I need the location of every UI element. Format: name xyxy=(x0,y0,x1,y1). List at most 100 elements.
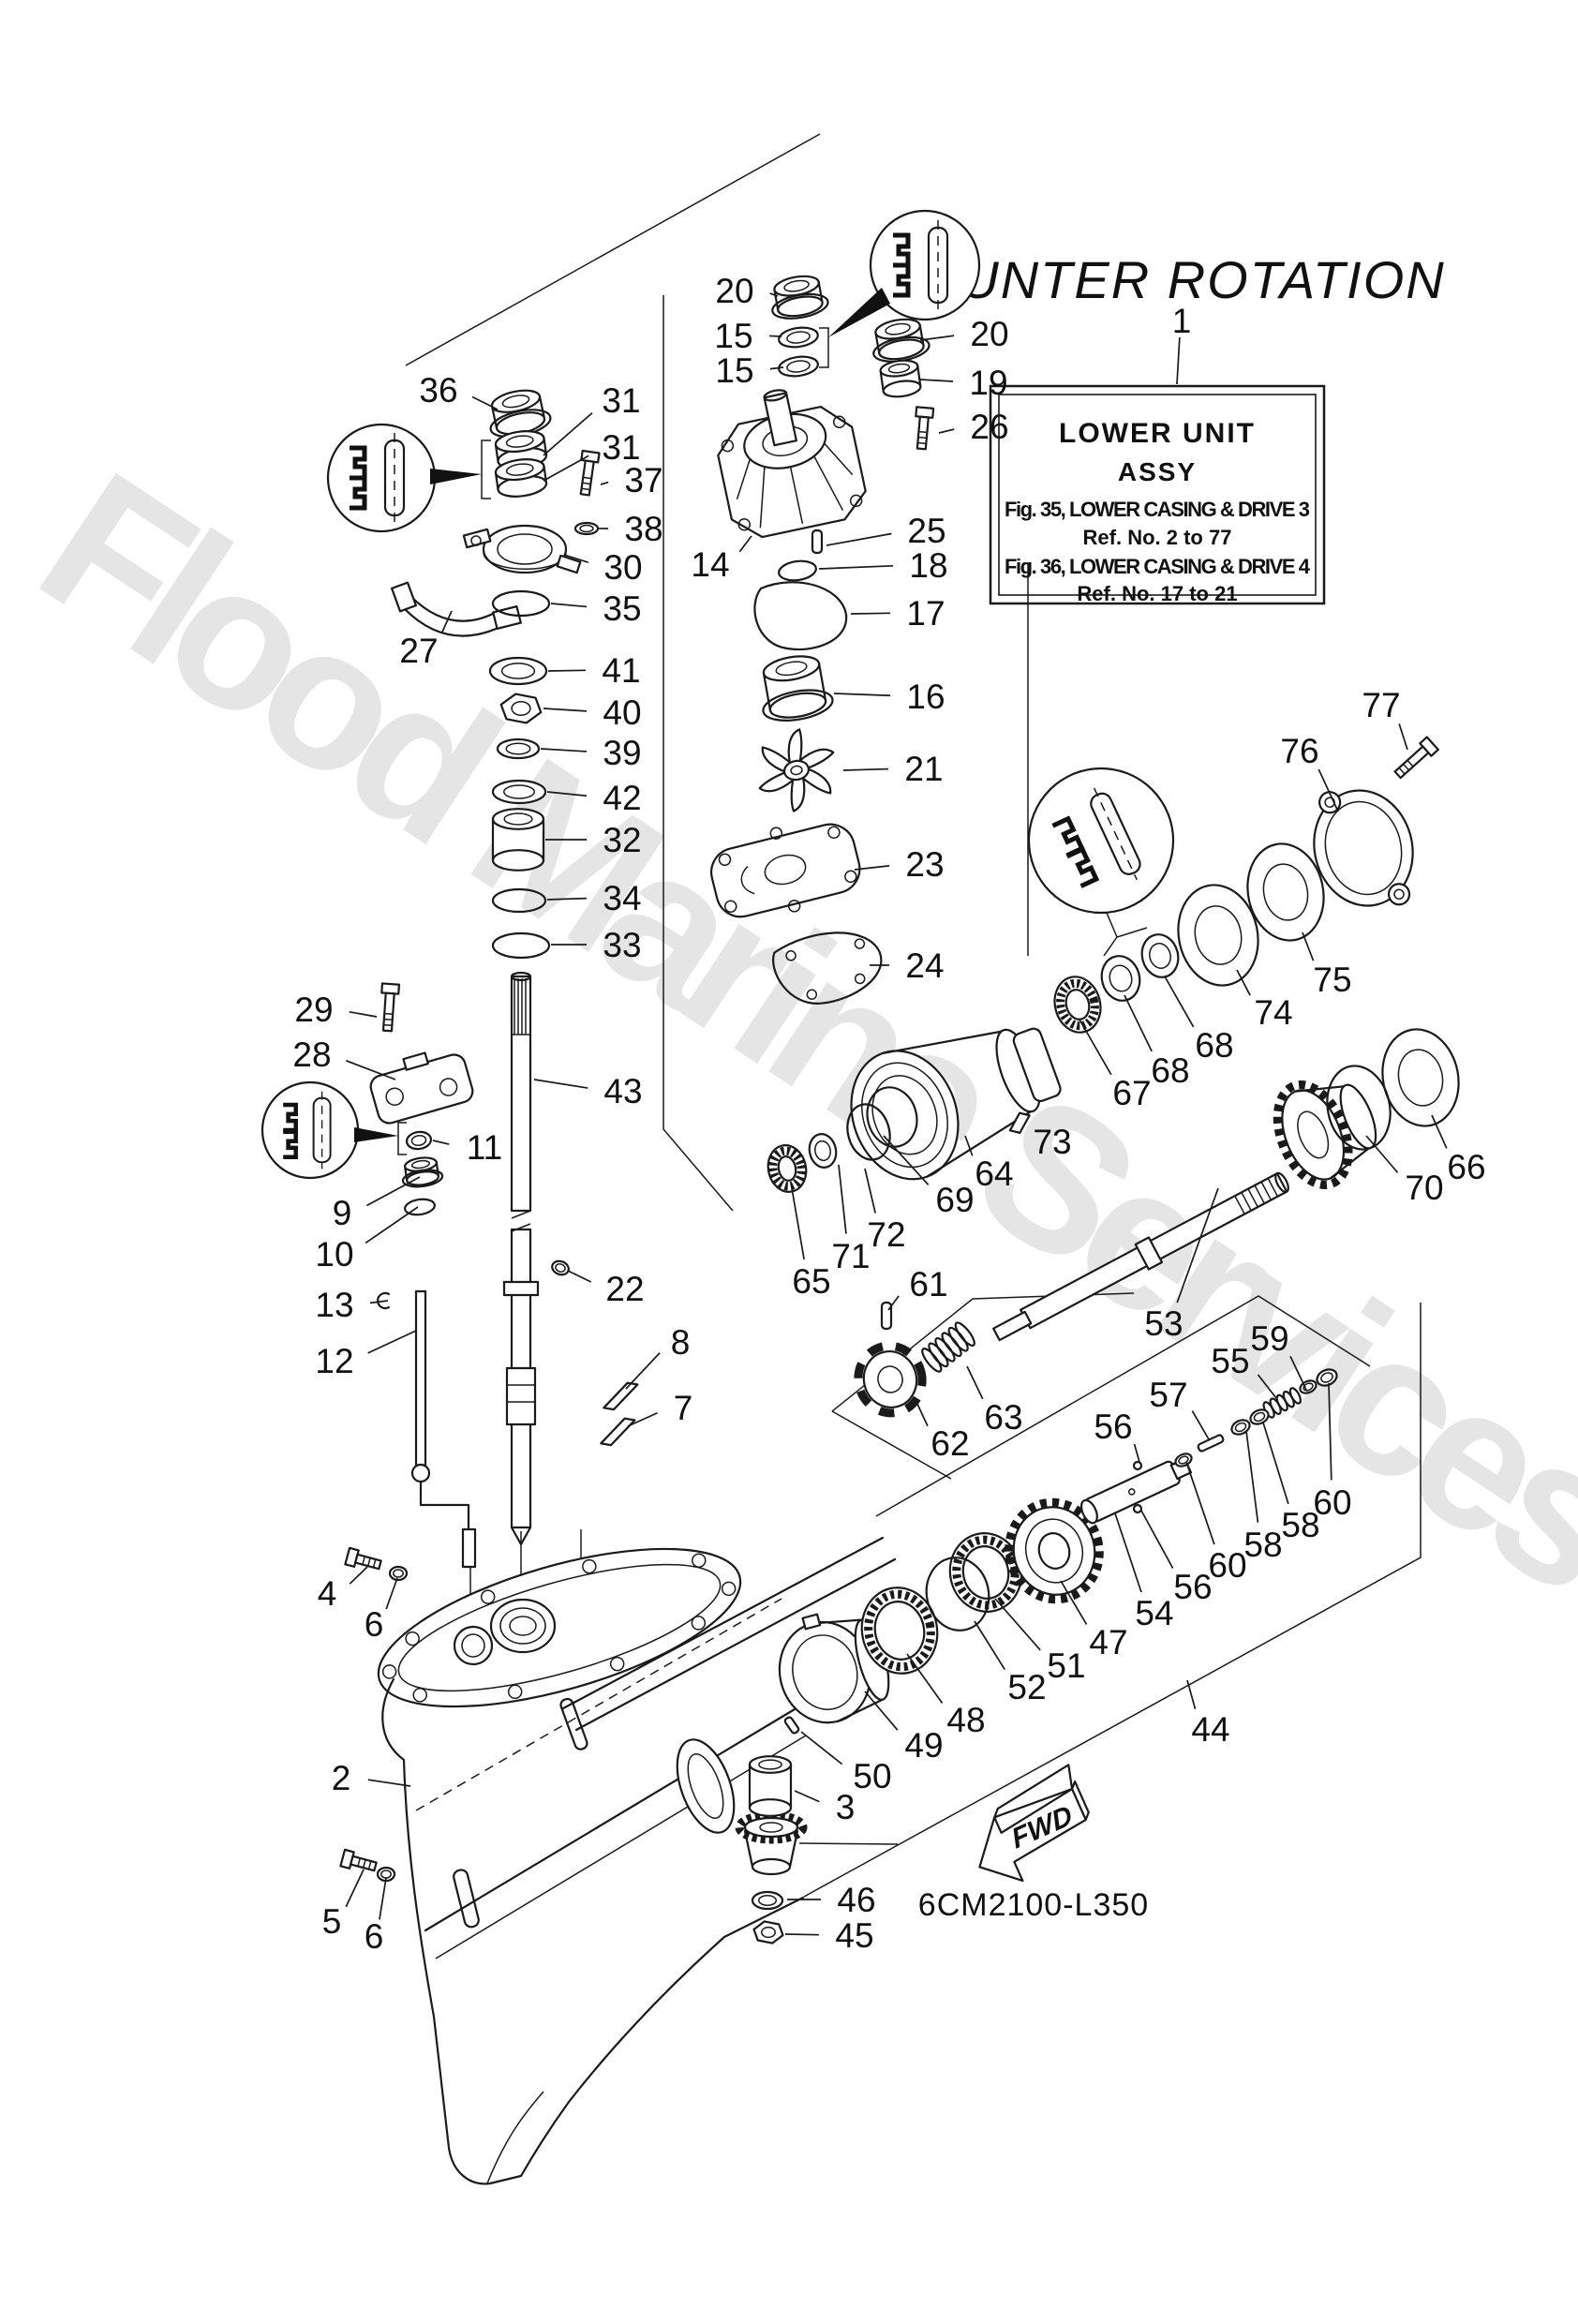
leader-line xyxy=(966,1365,984,1400)
leader-line xyxy=(1302,931,1315,961)
leader-line xyxy=(850,612,891,615)
part-glyph-ring xyxy=(376,1866,396,1883)
watermark: Flood Marine Services xyxy=(5,428,1578,1641)
part-glyph-ring xyxy=(778,355,819,378)
leader-line xyxy=(1431,1114,1448,1149)
leader-line xyxy=(994,1598,1041,1651)
leader-line xyxy=(1164,976,1195,1028)
driveshaft xyxy=(502,971,540,1546)
part-glyph-oring xyxy=(491,589,551,618)
detail-balloon-left xyxy=(326,423,491,533)
bearing-65 xyxy=(767,1144,808,1193)
leader-line xyxy=(864,1168,876,1214)
part-callout-24: 24 xyxy=(905,946,944,985)
leader-line xyxy=(833,693,891,697)
part-glyph-bolt xyxy=(915,406,935,451)
flange-bolt-hole xyxy=(582,1558,597,1574)
flange-bolt-hole xyxy=(405,1631,420,1646)
leader-line xyxy=(791,1187,805,1260)
part-callout-76: 76 xyxy=(1280,732,1318,770)
part-glyph-oring xyxy=(491,931,551,960)
leader-line xyxy=(546,791,588,797)
leader-line xyxy=(826,532,892,546)
leader-line xyxy=(367,1330,417,1354)
leader-line xyxy=(547,669,587,672)
part-callout-31: 31 xyxy=(602,428,640,467)
part-callout-61: 61 xyxy=(909,1265,947,1304)
part-callout-36: 36 xyxy=(419,371,457,410)
leader-line xyxy=(1176,1187,1219,1304)
leader-line xyxy=(784,1933,820,1936)
info-box-line5: Fig. 36, LOWER CASING & DRIVE 4 xyxy=(1005,555,1311,578)
part-callout-70: 70 xyxy=(1405,1169,1443,1207)
part-callout-15: 15 xyxy=(714,317,752,355)
detail-balloon-right xyxy=(1027,767,1175,957)
part-callout-50: 50 xyxy=(853,1757,891,1795)
flange-bolt-hole xyxy=(381,1664,397,1679)
shift-rod xyxy=(410,1289,477,1569)
leader-line xyxy=(1114,1512,1142,1593)
part-callout-23: 23 xyxy=(905,845,944,884)
leader-line xyxy=(1236,969,1251,996)
gasket-17 xyxy=(753,581,848,651)
leader-line xyxy=(550,603,588,608)
part-callout-2: 2 xyxy=(332,1759,351,1797)
part-callout-74: 74 xyxy=(1254,993,1292,1032)
part-glyph-ball xyxy=(1132,1460,1143,1471)
leader-line xyxy=(543,454,589,482)
flange-bolt-hole xyxy=(609,1656,625,1672)
part-glyph-ring xyxy=(1140,933,1180,978)
part-callout-19: 19 xyxy=(969,364,1007,402)
leader-line xyxy=(769,366,784,370)
part-glyph-pin xyxy=(811,529,824,555)
part-callout-28: 28 xyxy=(292,1035,331,1074)
part-callout-6: 6 xyxy=(365,1917,384,1956)
part-callout-12: 12 xyxy=(315,1342,353,1380)
part-callout-9: 9 xyxy=(333,1194,352,1232)
leader-line xyxy=(1140,1510,1174,1569)
leader-line xyxy=(1186,1679,1197,1709)
leader-line xyxy=(365,1206,419,1244)
leader-line xyxy=(471,395,499,410)
info-box-line3: Fig. 35, LOWER CASING & DRIVE 3 xyxy=(1005,498,1310,521)
leader-line xyxy=(543,708,588,712)
part-callout-48: 48 xyxy=(946,1701,985,1739)
part-glyph-cup xyxy=(771,275,829,320)
part-callout-18: 18 xyxy=(909,546,947,585)
part-glyph-oring xyxy=(925,1557,990,1631)
spring-55 xyxy=(1262,1387,1302,1419)
part-glyph-ring xyxy=(491,779,547,805)
part-callout-20: 20 xyxy=(715,272,753,310)
part-callout-64: 64 xyxy=(975,1155,1013,1193)
part-glyph-ring xyxy=(778,326,819,349)
part-glyph-ring xyxy=(751,1890,784,1911)
leader-line xyxy=(1176,336,1181,385)
pump-plate-23 xyxy=(710,823,861,918)
part-glyph-key xyxy=(1008,1111,1031,1134)
leader-line xyxy=(1317,768,1339,812)
leader-line xyxy=(906,1653,944,1704)
leader-line xyxy=(1124,994,1153,1052)
part-callout-22: 22 xyxy=(605,1270,644,1308)
part-glyph-key xyxy=(603,1381,639,1411)
part-callout-4: 4 xyxy=(318,1574,337,1613)
leader-line xyxy=(546,897,588,901)
part-glyph-clip xyxy=(377,1291,391,1310)
leader-line xyxy=(440,610,453,634)
seal-housing-30 xyxy=(462,524,582,574)
flange-bolt-hole xyxy=(480,1589,496,1604)
pinion-gear xyxy=(735,1810,808,1876)
part-glyph-ring xyxy=(808,1133,838,1169)
leader-line xyxy=(600,481,609,485)
part-glyph-cyl xyxy=(879,359,922,398)
part-callout-42: 42 xyxy=(603,779,641,817)
leader-line xyxy=(367,1779,411,1787)
part-glyph-ring xyxy=(1249,1408,1270,1425)
bracket-28 xyxy=(369,1051,474,1125)
leader-line xyxy=(916,1401,929,1427)
part-callout-45: 45 xyxy=(835,1916,873,1955)
prop-shaft xyxy=(992,1171,1289,1342)
part-callout-66: 66 xyxy=(1447,1148,1485,1186)
part-callout-55: 55 xyxy=(1211,1342,1249,1380)
leader-line xyxy=(738,535,752,553)
